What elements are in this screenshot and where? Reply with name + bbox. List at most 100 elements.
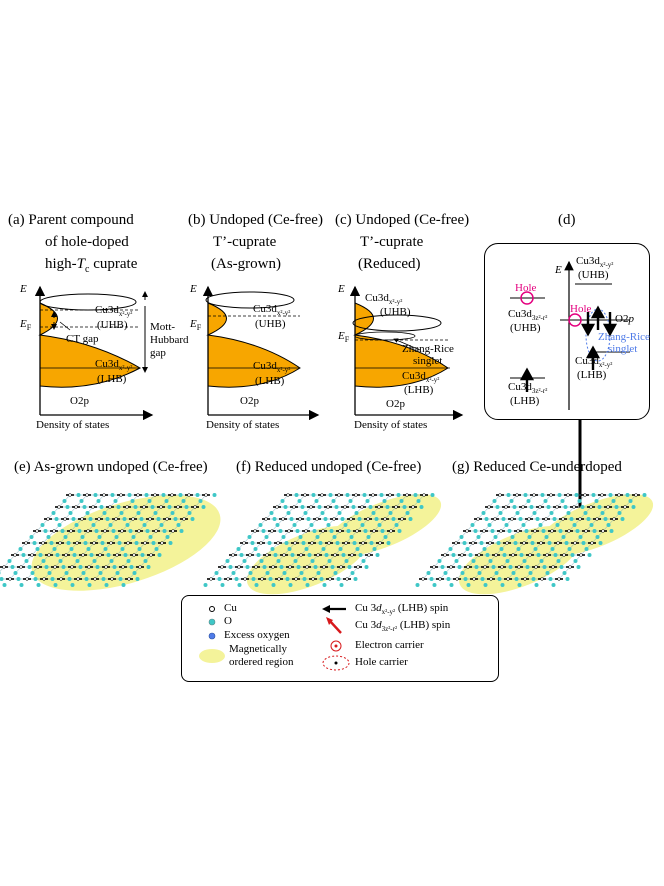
cu-atom [143,541,147,545]
a-lhb: (LHB) [97,373,127,385]
oxygen-atom [132,571,137,575]
oxygen-atom [307,553,312,557]
oxygen-atom [391,517,396,521]
oxygen-atom [2,583,7,587]
cu-atom [193,505,197,509]
oxygen-atom [267,541,272,545]
cu-atom [549,493,553,497]
cu-atom [68,493,72,497]
oxygen-atom [508,565,513,569]
oxygen-atom [339,583,344,587]
oxygen-atom [133,505,138,509]
oxygen-atom [0,577,4,581]
bond [0,566,5,572]
b-o2p: O2p [240,395,259,407]
oxygen-atom [405,511,410,515]
a-lhb-orb: Cu3dx²-y² [95,358,133,373]
oxygen-atom [231,571,236,575]
oxygen-atom [279,565,284,569]
cu-atom [516,529,520,533]
oxygen-atom [313,565,318,569]
oxygen-atom [106,553,111,557]
oxygen-atom [586,517,591,521]
cu-atom [281,517,285,521]
d-zr-2: singlet [608,343,638,355]
oxygen-atom [54,517,59,521]
oxygen-atom [368,505,373,509]
oxygen-atom [577,499,582,503]
oxygen-atom [539,559,544,563]
cu-atom [372,529,376,533]
oxygen-atom [324,553,329,557]
cu-atom [595,517,599,521]
cu-atom [555,505,559,509]
oxygen-atom [379,493,384,497]
oxygen-atom [535,517,540,521]
oxygen-atom [89,553,94,557]
oxygen-atom [369,541,374,545]
cu-atom [472,577,476,581]
oxygen-atom [574,493,579,497]
cu-atom [533,529,537,533]
cu-atom [455,577,459,581]
oxygen-atom [413,493,418,497]
oxygen-atom [548,577,553,581]
oxygen-atom [377,523,382,527]
oxygen-atom [234,577,239,581]
cu-atom [460,553,464,557]
oxygen-atom [591,493,596,497]
oxygen-atom [47,571,52,575]
cu-atom [544,517,548,521]
oxygen-atom [49,541,54,545]
a-ef-label: EF [20,318,32,333]
cu-atom [411,505,415,509]
panel-c-title-line2: T’-cuprate [360,234,424,250]
oxygen-atom [280,499,285,503]
oxygen-atom [94,529,99,533]
oxygen-atom [303,511,308,515]
cu-atom [47,553,51,557]
oxygen-atom [114,535,119,539]
cu-atom [522,541,526,545]
oxygen-atom [0,571,1,575]
cu-atom [367,553,371,557]
d-uhb-z-orb: Cu3d3z²-r² [508,308,548,323]
cu-atom [254,565,258,569]
oxygen-atom [355,547,360,551]
oxygen-atom [364,565,369,569]
oxygen-atom [66,541,71,545]
oxygen-atom [488,559,493,563]
panel-f-title: (f) Reduced undoped (Ce-free) [236,459,422,475]
oxygen-atom [361,559,366,563]
oxygen-atom [310,559,315,563]
oxygen-atom [394,523,399,527]
dos-plot-c [349,285,464,421]
oxygen-atom [140,553,145,557]
panel-a-title-line1: (a) Parent compound [8,212,134,228]
oxygen-atom [65,505,70,509]
oxygen-atom [533,547,538,551]
oxygen-atom [322,583,327,587]
oxygen-atom [408,517,413,521]
cu-atom [81,553,85,557]
oxygen-atom [492,499,497,503]
cu-atom [260,577,264,581]
oxygen-atom [360,523,365,527]
oxygen-atom [251,577,256,581]
oxygen-atom [79,499,84,503]
oxygen-atom [151,541,156,545]
oxygen-atom [594,499,599,503]
a-o2p: O2p [70,395,89,407]
oxygen-atom [338,547,343,551]
oxygen-atom [331,499,336,503]
cu-atom [24,541,28,545]
cu-atom [562,553,566,557]
cu-atom [104,565,108,569]
cu-atom [303,493,307,497]
oxygen-atom [597,505,602,509]
cu-atom [332,517,336,521]
panel-d-box [484,243,650,420]
cu-atom [483,565,487,569]
oxygen-atom [111,529,116,533]
